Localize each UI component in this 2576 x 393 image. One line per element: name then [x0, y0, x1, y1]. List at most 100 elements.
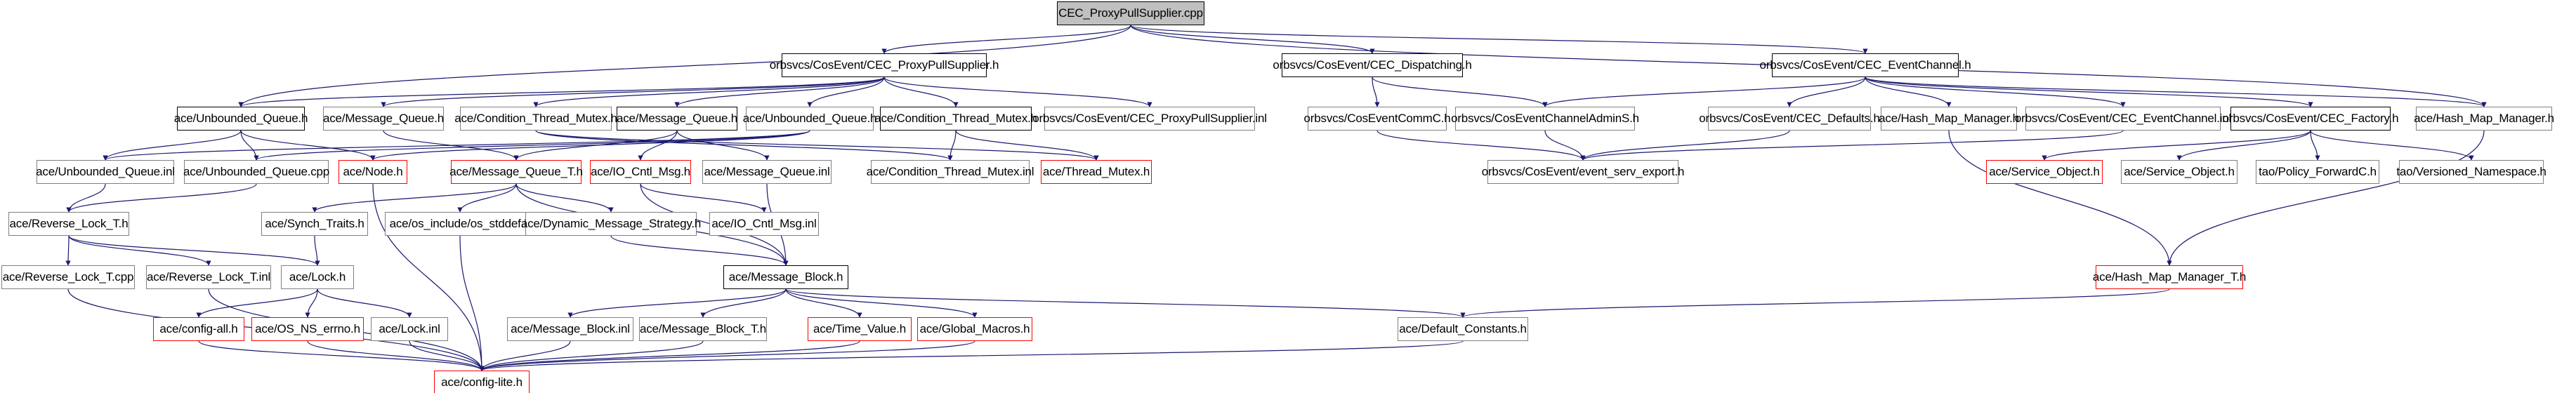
graph-node[interactable]: ace/Thread_Mutex.h [1041, 160, 1152, 184]
graph-edge [1580, 130, 1790, 161]
graph-node[interactable]: ace/Reverse_Lock_T.cpp [1, 265, 135, 289]
graph-edge [479, 340, 860, 371]
graph-edge [515, 183, 614, 213]
graph-edge [1130, 25, 1375, 54]
graph-node[interactable]: ace/Message_Queue.h [323, 107, 444, 131]
graph-node[interactable]: ace/config-lite.h [434, 371, 530, 393]
graph-edge [68, 235, 211, 266]
graph-edge [479, 340, 1464, 371]
graph-edge [2310, 130, 2474, 161]
graph-edge [240, 130, 259, 161]
graph-edge [640, 183, 767, 213]
graph-node[interactable]: ace/Service_Object.h [2121, 160, 2237, 184]
graph-edge [1372, 76, 1380, 107]
graph-edge [198, 340, 485, 371]
graph-edge [238, 76, 885, 107]
graph-edge [1542, 76, 1866, 107]
graph-edge [535, 130, 953, 161]
graph-node[interactable]: ace/IO_Cntl_Msg.h [590, 160, 691, 184]
graph-edge [240, 130, 376, 161]
graph-node[interactable]: ace/Default_Constants.h [1398, 317, 1528, 341]
graph-node[interactable]: orbsvcs/CosEvent/CEC_ProxyPullSupplier.i… [1032, 107, 1267, 131]
graph-node[interactable]: ace/Unbounded_Queue.inl [36, 160, 175, 184]
graph-node[interactable]: ace/Unbounded_Queue.h [174, 107, 308, 131]
graph-node[interactable]: ace/Hash_Map_Manager.h [2414, 107, 2554, 131]
graph-edge [457, 183, 517, 213]
graph-edge [479, 340, 975, 371]
graph-node[interactable]: ace/Message_Queue.inl [702, 160, 832, 184]
graph-node[interactable]: ace/os_include/os_stddef.h [385, 212, 535, 236]
graph-node[interactable]: ace/Hash_Map_Manager.h [1879, 107, 2019, 131]
graph-edge [535, 130, 1099, 161]
graph-node[interactable]: orbsvcs/CosEvent/CEC_Dispatching.h [1273, 53, 1472, 77]
graph-edge [66, 183, 106, 213]
graph-edge [479, 340, 571, 371]
graph-node[interactable]: ace/Time_Value.h [808, 317, 912, 341]
graph-node[interactable]: ace/Message_Queue_T.h [449, 160, 583, 184]
graph-node[interactable]: ace/Global_Macros.h [917, 317, 1032, 341]
graph-node[interactable]: orbsvcs/CosEvent/CEC_Factory.h [2223, 107, 2399, 131]
graph-node[interactable]: orbsvcs/CosEvent/event_serv_export.h [1482, 160, 1684, 184]
graph-edge [459, 235, 485, 371]
graph-node[interactable]: ace/OS_NS_errno.h [251, 317, 364, 341]
graph-node[interactable]: orbsvcs/CosEventChannelAdminS.h [1451, 107, 1639, 131]
graph-node[interactable]: orbsvcs/CosEvent/CEC_EventChannel.inl [2015, 107, 2231, 131]
graph-node[interactable]: ace/Node.h [339, 160, 407, 184]
graph-node[interactable]: ace/Message_Queue.h [617, 107, 737, 131]
graph-node[interactable]: ace/Service_Object.h [1986, 160, 2103, 184]
graph-edge [807, 76, 885, 107]
graph-node[interactable]: ace/Message_Block_T.h [639, 317, 767, 341]
graph-node[interactable]: tao/Policy_ForwardC.h [2256, 160, 2379, 184]
graph-node[interactable]: orbsvcs/CosEvent/CEC_Defaults.h [1699, 107, 1880, 131]
graph-node[interactable]: ace/Lock.inl [371, 317, 448, 341]
graph-node[interactable]: orbsvcs/CosEvent/CEC_ProxyPullSupplier.h [770, 53, 999, 77]
graph-node[interactable]: ace/Hash_Map_Manager_T.h [2093, 265, 2246, 289]
graph-node[interactable]: ace/Message_Block.inl [507, 317, 633, 341]
graph-edge [674, 76, 885, 107]
graph-edge [479, 340, 704, 371]
graph-node[interactable]: ace/Reverse_Lock_T.h [8, 212, 129, 236]
graph-edge [2176, 130, 2311, 161]
graph-edge [312, 183, 517, 213]
graph-edge [254, 130, 810, 161]
graph-edge [238, 25, 1131, 107]
graph-edge [533, 76, 885, 107]
graph-edge [196, 288, 318, 318]
graph-edge [2042, 130, 2311, 161]
graph-edge [1787, 76, 1866, 107]
graph-edge [883, 76, 1152, 107]
graph-edge [1865, 76, 1952, 107]
graph-edge [103, 130, 242, 161]
graph-edge [1865, 76, 2313, 107]
graph-node[interactable]: ace/Condition_Thread_Mutex.h [454, 107, 617, 131]
graph-edge [700, 288, 787, 318]
graph-edge [305, 288, 318, 318]
graph-edge [785, 288, 1466, 318]
graph-node[interactable]: ace/config-all.h [153, 317, 244, 341]
graph-edge [1865, 76, 2487, 107]
graph-node[interactable]: ace/Unbounded_Queue.h [743, 107, 876, 131]
graph-node[interactable]: ace/Unbounded_Queue.cpp [183, 160, 329, 184]
graph-node[interactable]: ace/IO_Cntl_Msg.inl [709, 212, 819, 236]
graph-root-node[interactable]: CEC_ProxyPullSupplier.cpp [1057, 1, 1204, 25]
graph-node[interactable]: ace/Condition_Thread_Mutex.inl [867, 160, 1034, 184]
graph-node[interactable]: ace/Condition_Thread_Mutex.h [874, 107, 1037, 131]
graph-node[interactable]: ace/Dynamic_Message_Strategy.h [521, 212, 701, 236]
graph-node[interactable]: orbsvcs/CosEvent/CEC_EventChannel.h [1759, 53, 1971, 77]
graph-node[interactable]: ace/Lock.h [281, 265, 354, 289]
graph-edge [1376, 130, 1586, 161]
graph-edge [317, 288, 412, 318]
graph-node[interactable]: orbsvcs/CosEventCommC.h [1304, 107, 1451, 131]
graph-node[interactable]: ace/Synch_Traits.h [261, 212, 368, 236]
graph-node[interactable]: tao/Versioned_Namespace.h [2396, 160, 2547, 184]
graph-node[interactable]: ace/Reverse_Lock_T.inl [146, 265, 271, 289]
graph-edge [881, 25, 1131, 54]
graph-edge [68, 235, 320, 266]
graph-edge [1580, 130, 2124, 161]
graph-edge [947, 130, 957, 161]
graph-edge [307, 340, 485, 371]
graph-node[interactable]: ace/Message_Block.h [723, 265, 848, 289]
graph-edge [610, 235, 789, 266]
